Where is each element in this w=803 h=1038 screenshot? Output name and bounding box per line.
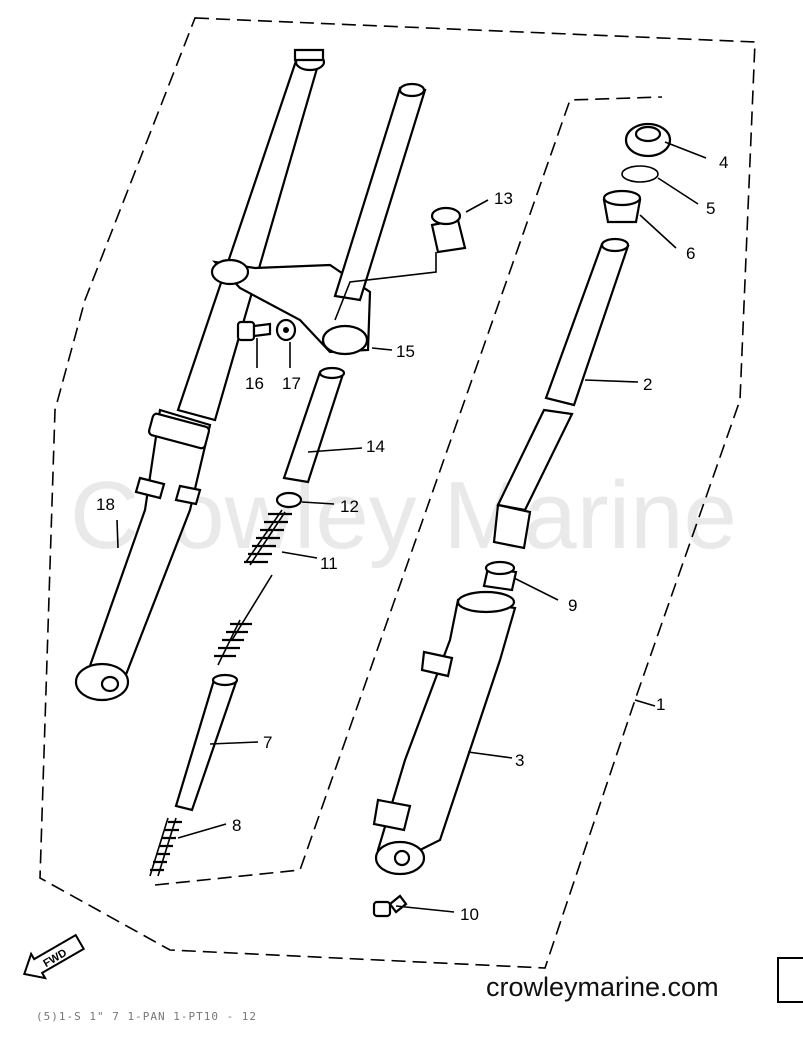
corner-box — [777, 957, 803, 1003]
part-11-fork-spring — [214, 509, 292, 666]
part-5-clip — [621, 165, 659, 183]
callout-1: 1 — [656, 695, 665, 714]
callout-8: 8 — [232, 816, 241, 835]
part-3-outer-tube — [372, 590, 517, 876]
part-14-spacer — [282, 366, 346, 484]
part-2-inner-tube — [492, 237, 630, 550]
part-4-dust-seal — [624, 122, 672, 158]
assembly-border — [39, 17, 756, 969]
callout-labels: 1 2 3 4 5 6 7 8 9 10 11 12 13 14 15 16 1… — [96, 153, 728, 924]
callout-3: 3 — [515, 751, 524, 770]
callout-7: 7 — [263, 733, 272, 752]
callout-6: 6 — [686, 244, 695, 263]
callout-12: 12 — [340, 497, 359, 516]
fwd-arrow-icon: FWD — [22, 933, 86, 980]
callout-13: 13 — [494, 189, 513, 208]
part-9-oil-lock-piece — [482, 560, 518, 592]
callout-11: 11 — [320, 554, 338, 573]
website-label: crowleymarine.com — [486, 972, 719, 1002]
callout-18: 18 — [96, 495, 115, 514]
callout-2: 2 — [643, 375, 652, 394]
callout-17: 17 — [282, 374, 301, 393]
part-7-damper-rod — [174, 673, 239, 812]
callout-4: 4 — [719, 153, 728, 172]
part-17-washer — [275, 318, 297, 342]
part-15-under-bracket — [210, 258, 372, 356]
footer-code: (5)1-S 1" 7 1-PAN 1-PT10 - 12 — [36, 1010, 258, 1023]
callout-5: 5 — [706, 199, 715, 218]
part-8-rebound-spring — [149, 817, 182, 877]
leader-lines — [116, 141, 707, 913]
callout-14: 14 — [366, 437, 385, 456]
callout-16: 16 — [245, 374, 264, 393]
part-10-drain-bolt — [372, 894, 408, 918]
callout-15: 15 — [396, 342, 415, 361]
part-12-spring-seat — [275, 491, 303, 509]
callout-9: 9 — [568, 596, 577, 615]
part-18-fork-assembly — [74, 48, 326, 702]
inner-group-border — [154, 96, 663, 886]
callout-10: 10 — [460, 905, 479, 924]
part-16-bolt — [236, 320, 272, 342]
steering-stem — [333, 82, 427, 302]
part-6-oil-seal — [602, 189, 642, 224]
part-13-cap-bolt — [430, 206, 467, 254]
